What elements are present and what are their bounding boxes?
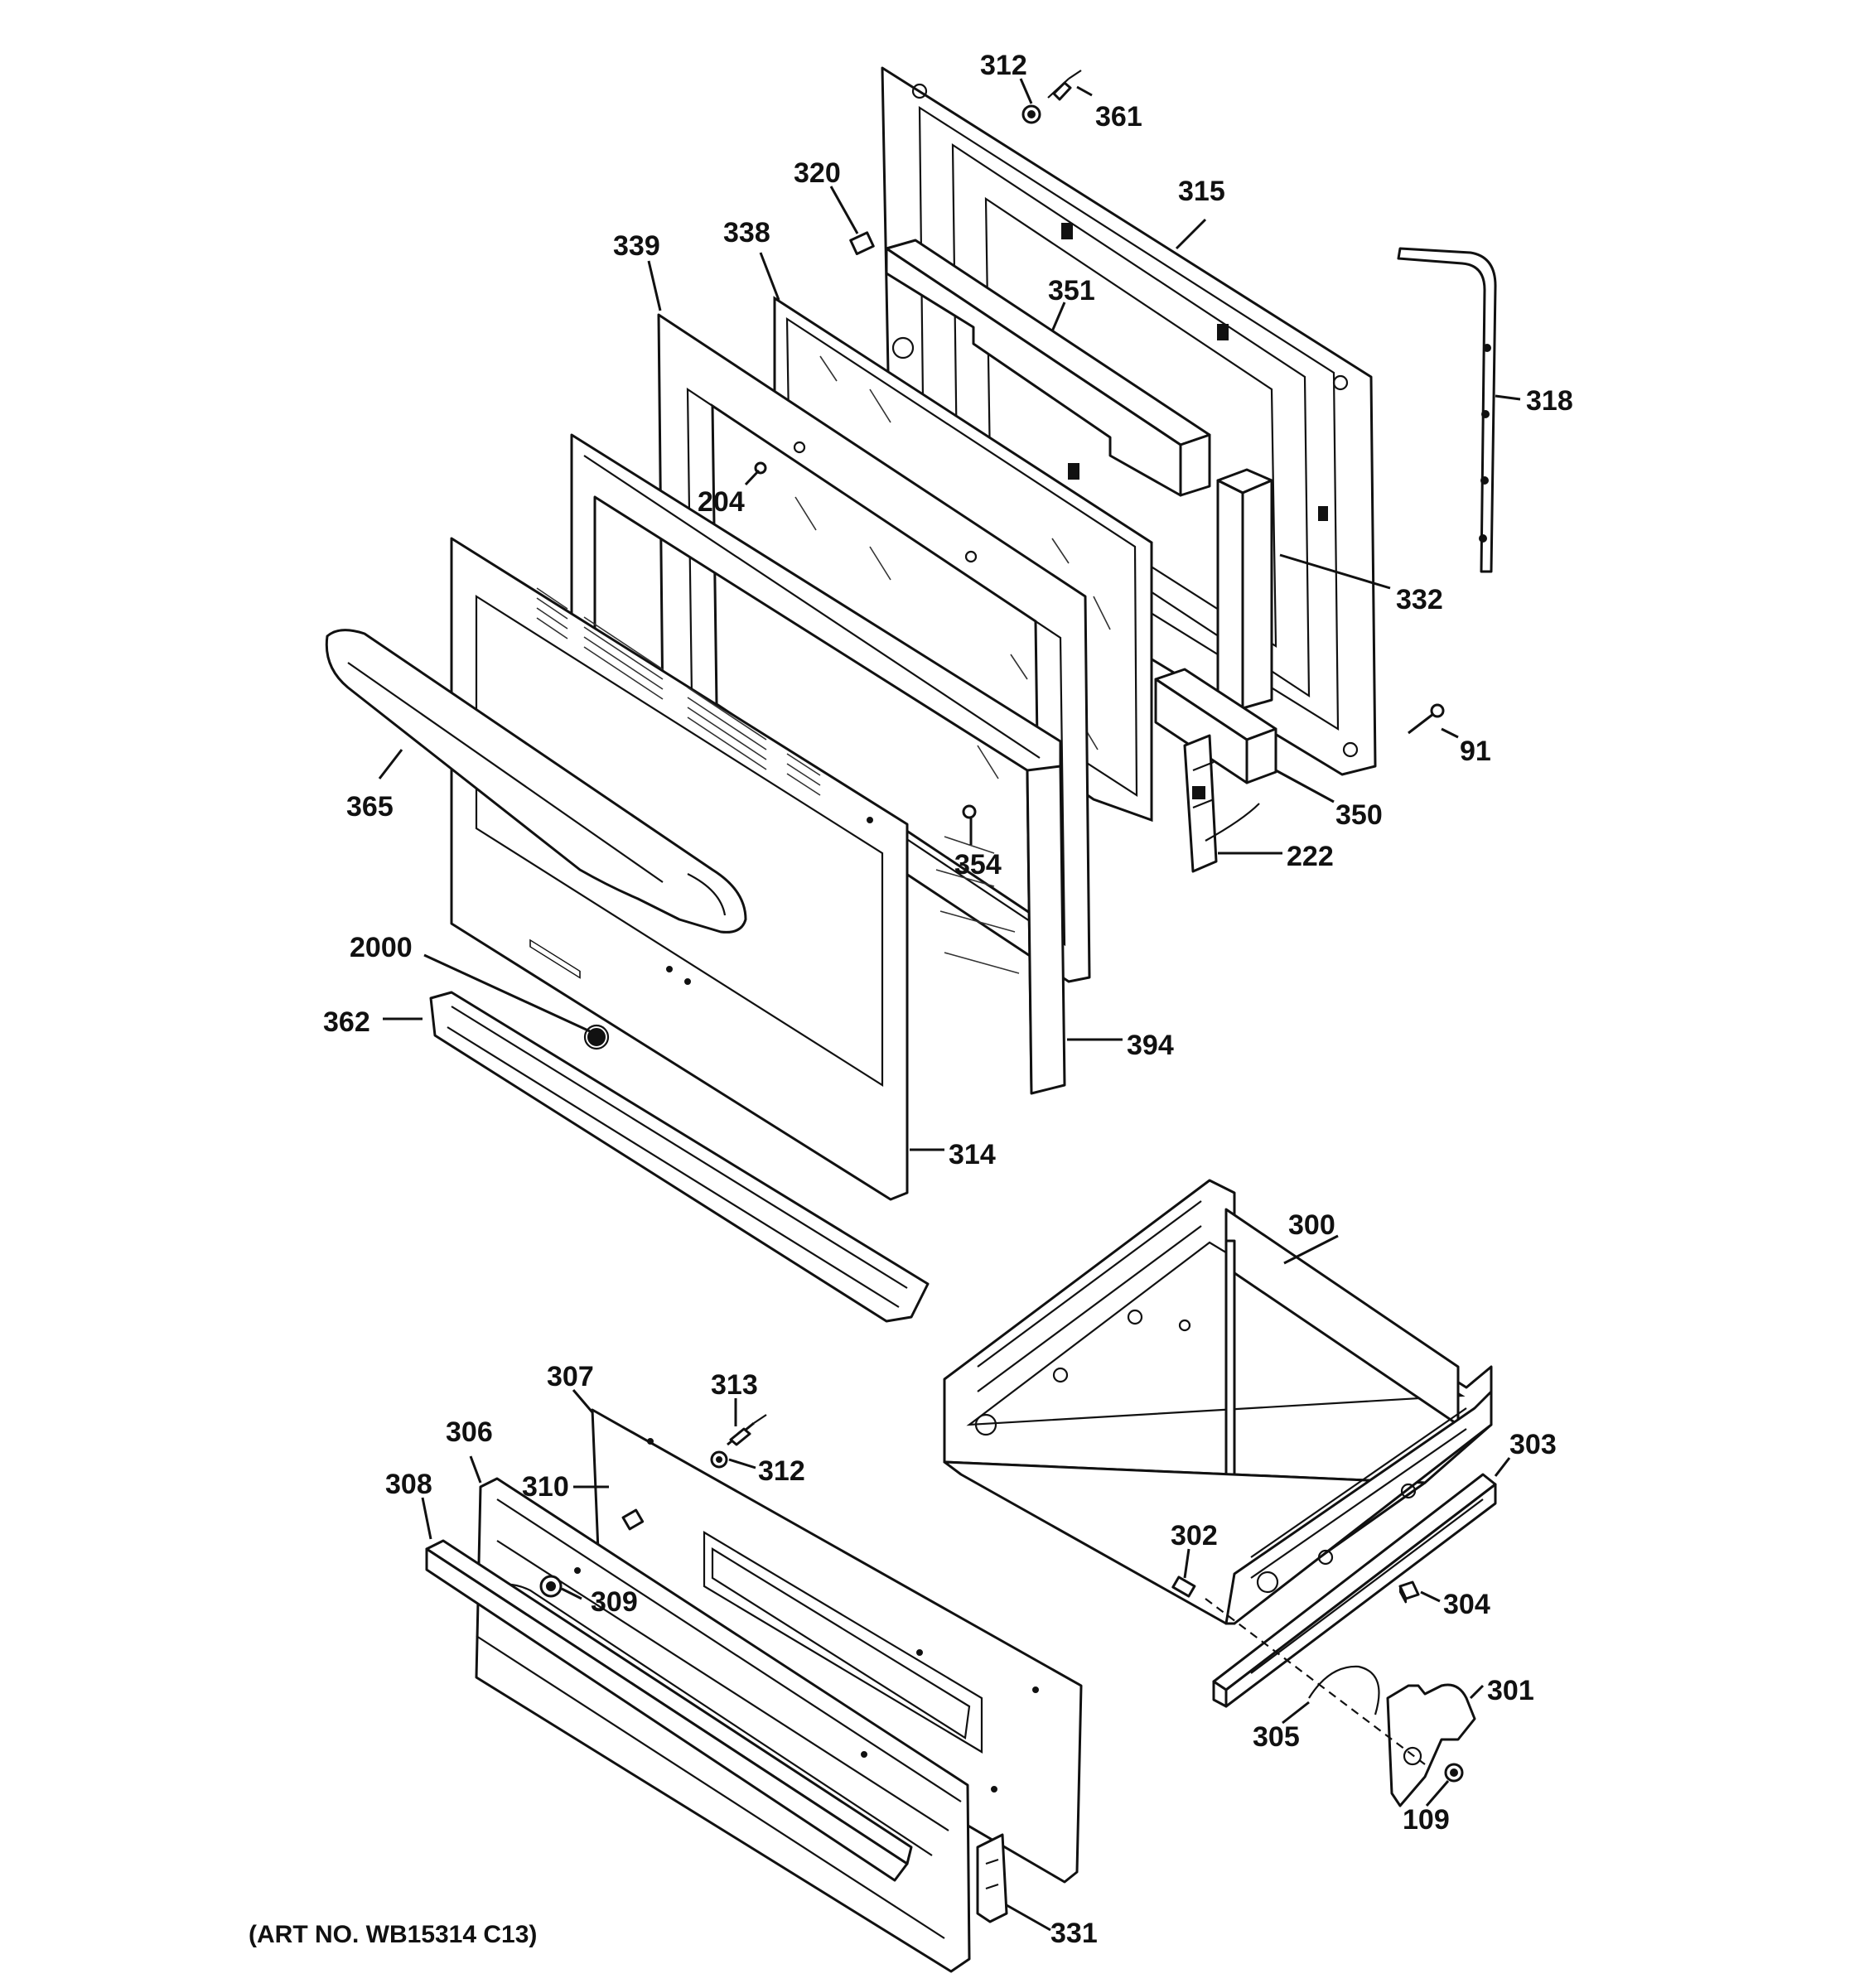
label-351: 351: [1048, 275, 1095, 306]
label-361: 361: [1095, 101, 1142, 133]
part-312-top-washer: [1021, 104, 1041, 124]
label-332: 332: [1396, 584, 1443, 615]
part-318-door-gasket: [1397, 247, 1497, 573]
part-222-door-hinge: [1183, 734, 1260, 873]
label-204: 204: [698, 486, 745, 518]
label-91: 91: [1460, 736, 1491, 767]
label-302: 302: [1171, 1520, 1218, 1551]
part-300-drawer-box: [943, 1179, 1493, 1625]
label-304: 304: [1443, 1589, 1490, 1620]
part-labels: 312 361 320 315 339 338 351 318 204 332 …: [323, 50, 1573, 1949]
art-number: (ART NO. WB15314 C13): [249, 1921, 537, 1948]
part-310-clip: [621, 1508, 645, 1531]
part-312-bottom-washer: [710, 1450, 728, 1469]
label-309: 309: [591, 1586, 638, 1618]
label-394: 394: [1127, 1030, 1174, 1061]
part-308-drawer-handle-trim: [425, 1539, 913, 1882]
leader-lines: [378, 78, 1521, 1932]
part-365-door-handle: [325, 629, 747, 934]
part-309-badge: [539, 1575, 563, 1598]
part-305-retaining-ring: [1308, 1665, 1380, 1715]
label-307: 307: [547, 1361, 594, 1392]
label-362: 362: [323, 1006, 370, 1038]
label-365: 365: [346, 791, 394, 823]
part-361-screw: [1047, 70, 1082, 101]
part-91-screw: [1408, 703, 1445, 735]
label-310: 310: [522, 1471, 569, 1503]
part-109-nut: [1444, 1763, 1464, 1783]
label-301: 301: [1487, 1675, 1534, 1706]
label-338: 338: [723, 217, 770, 248]
part-302-pin: [1171, 1575, 1196, 1598]
part-304-rail-stop: [1398, 1580, 1420, 1604]
label-331: 331: [1050, 1918, 1098, 1949]
label-350: 350: [1335, 799, 1383, 831]
part-307-drawer-inner-panel: [591, 1408, 1083, 1884]
label-312-bottom: 312: [758, 1455, 805, 1487]
label-313: 313: [711, 1369, 758, 1401]
label-354: 354: [954, 849, 1002, 881]
label-315: 315: [1178, 176, 1225, 207]
part-313-screw: [727, 1414, 767, 1446]
label-318: 318: [1526, 385, 1573, 417]
label-222: 222: [1287, 841, 1334, 872]
part-301-drawer-bracket: [1386, 1683, 1476, 1807]
part-331-drawer-bracket: [976, 1833, 1008, 1923]
label-339: 339: [613, 230, 660, 262]
label-305: 305: [1253, 1721, 1300, 1753]
part-362-bottom-trim: [429, 991, 930, 1323]
label-314: 314: [949, 1139, 996, 1170]
label-109: 109: [1403, 1804, 1450, 1836]
label-320: 320: [794, 157, 841, 189]
part-351-top-insulation: [885, 239, 1211, 497]
part-332-side-insulation: [1216, 468, 1273, 710]
label-306: 306: [446, 1416, 493, 1448]
part-350-bottom-insulation: [1154, 668, 1277, 784]
label-2000: 2000: [350, 932, 413, 963]
part-303-drawer-rail: [1212, 1473, 1497, 1708]
label-300: 300: [1288, 1209, 1335, 1241]
part-354-screw: [962, 804, 977, 819]
label-312-top: 312: [980, 50, 1027, 81]
label-308: 308: [385, 1469, 432, 1500]
part-320-clip: [849, 231, 875, 255]
alignment-line: [1205, 1598, 1426, 1765]
label-303: 303: [1509, 1429, 1557, 1460]
